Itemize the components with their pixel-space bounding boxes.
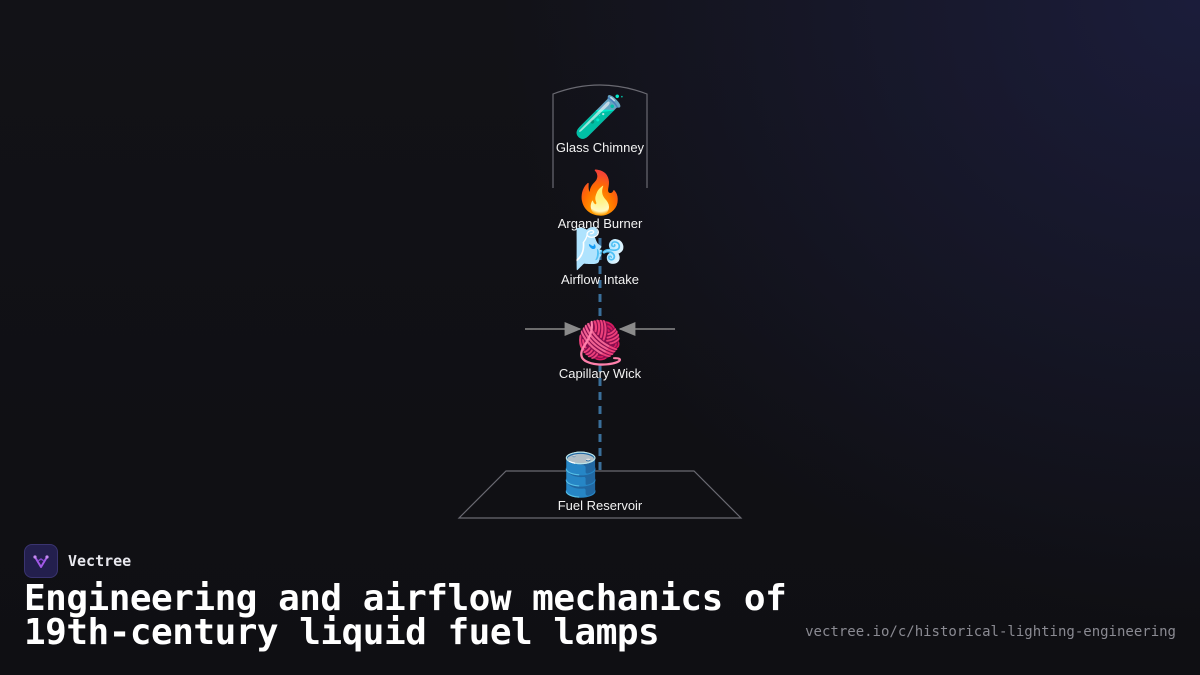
test-tube-icon: 🧪 [573,92,627,141]
brand: Vectree [24,544,131,578]
node-airflow-intake: 🌬️ Airflow Intake [520,226,680,288]
brand-name: Vectree [68,552,132,570]
reservoir-outline [457,470,743,519]
node-label: Airflow Intake [560,272,640,287]
yarn-icon: 🧶 [573,318,627,367]
node-label: Glass Chimney [555,140,645,155]
fire-icon: 🔥 [573,168,627,217]
vectree-logo-icon [24,544,58,578]
wind-icon: 🌬️ [573,224,627,273]
node-label: Fuel Reservoir [557,498,643,513]
node-fuel-reservoir: 🛢️ Fuel Reservoir [520,452,680,514]
node-label: Argand Burner [557,216,643,231]
source-url[interactable]: vectree.io/c/historical-lighting-enginee… [805,624,1176,640]
oil-drum-icon: 🛢️ [554,450,608,499]
node-label: Capillary Wick [558,366,642,381]
node-argand-burner: 🔥 Argand Burner [520,170,680,232]
page-title: Engineering and airflow mechanics of 19t… [24,578,787,653]
node-capillary-wick: 🧶 Capillary Wick [520,320,680,382]
node-glass-chimney: 🧪 Glass Chimney [520,94,680,156]
chimney-outline [552,84,648,188]
